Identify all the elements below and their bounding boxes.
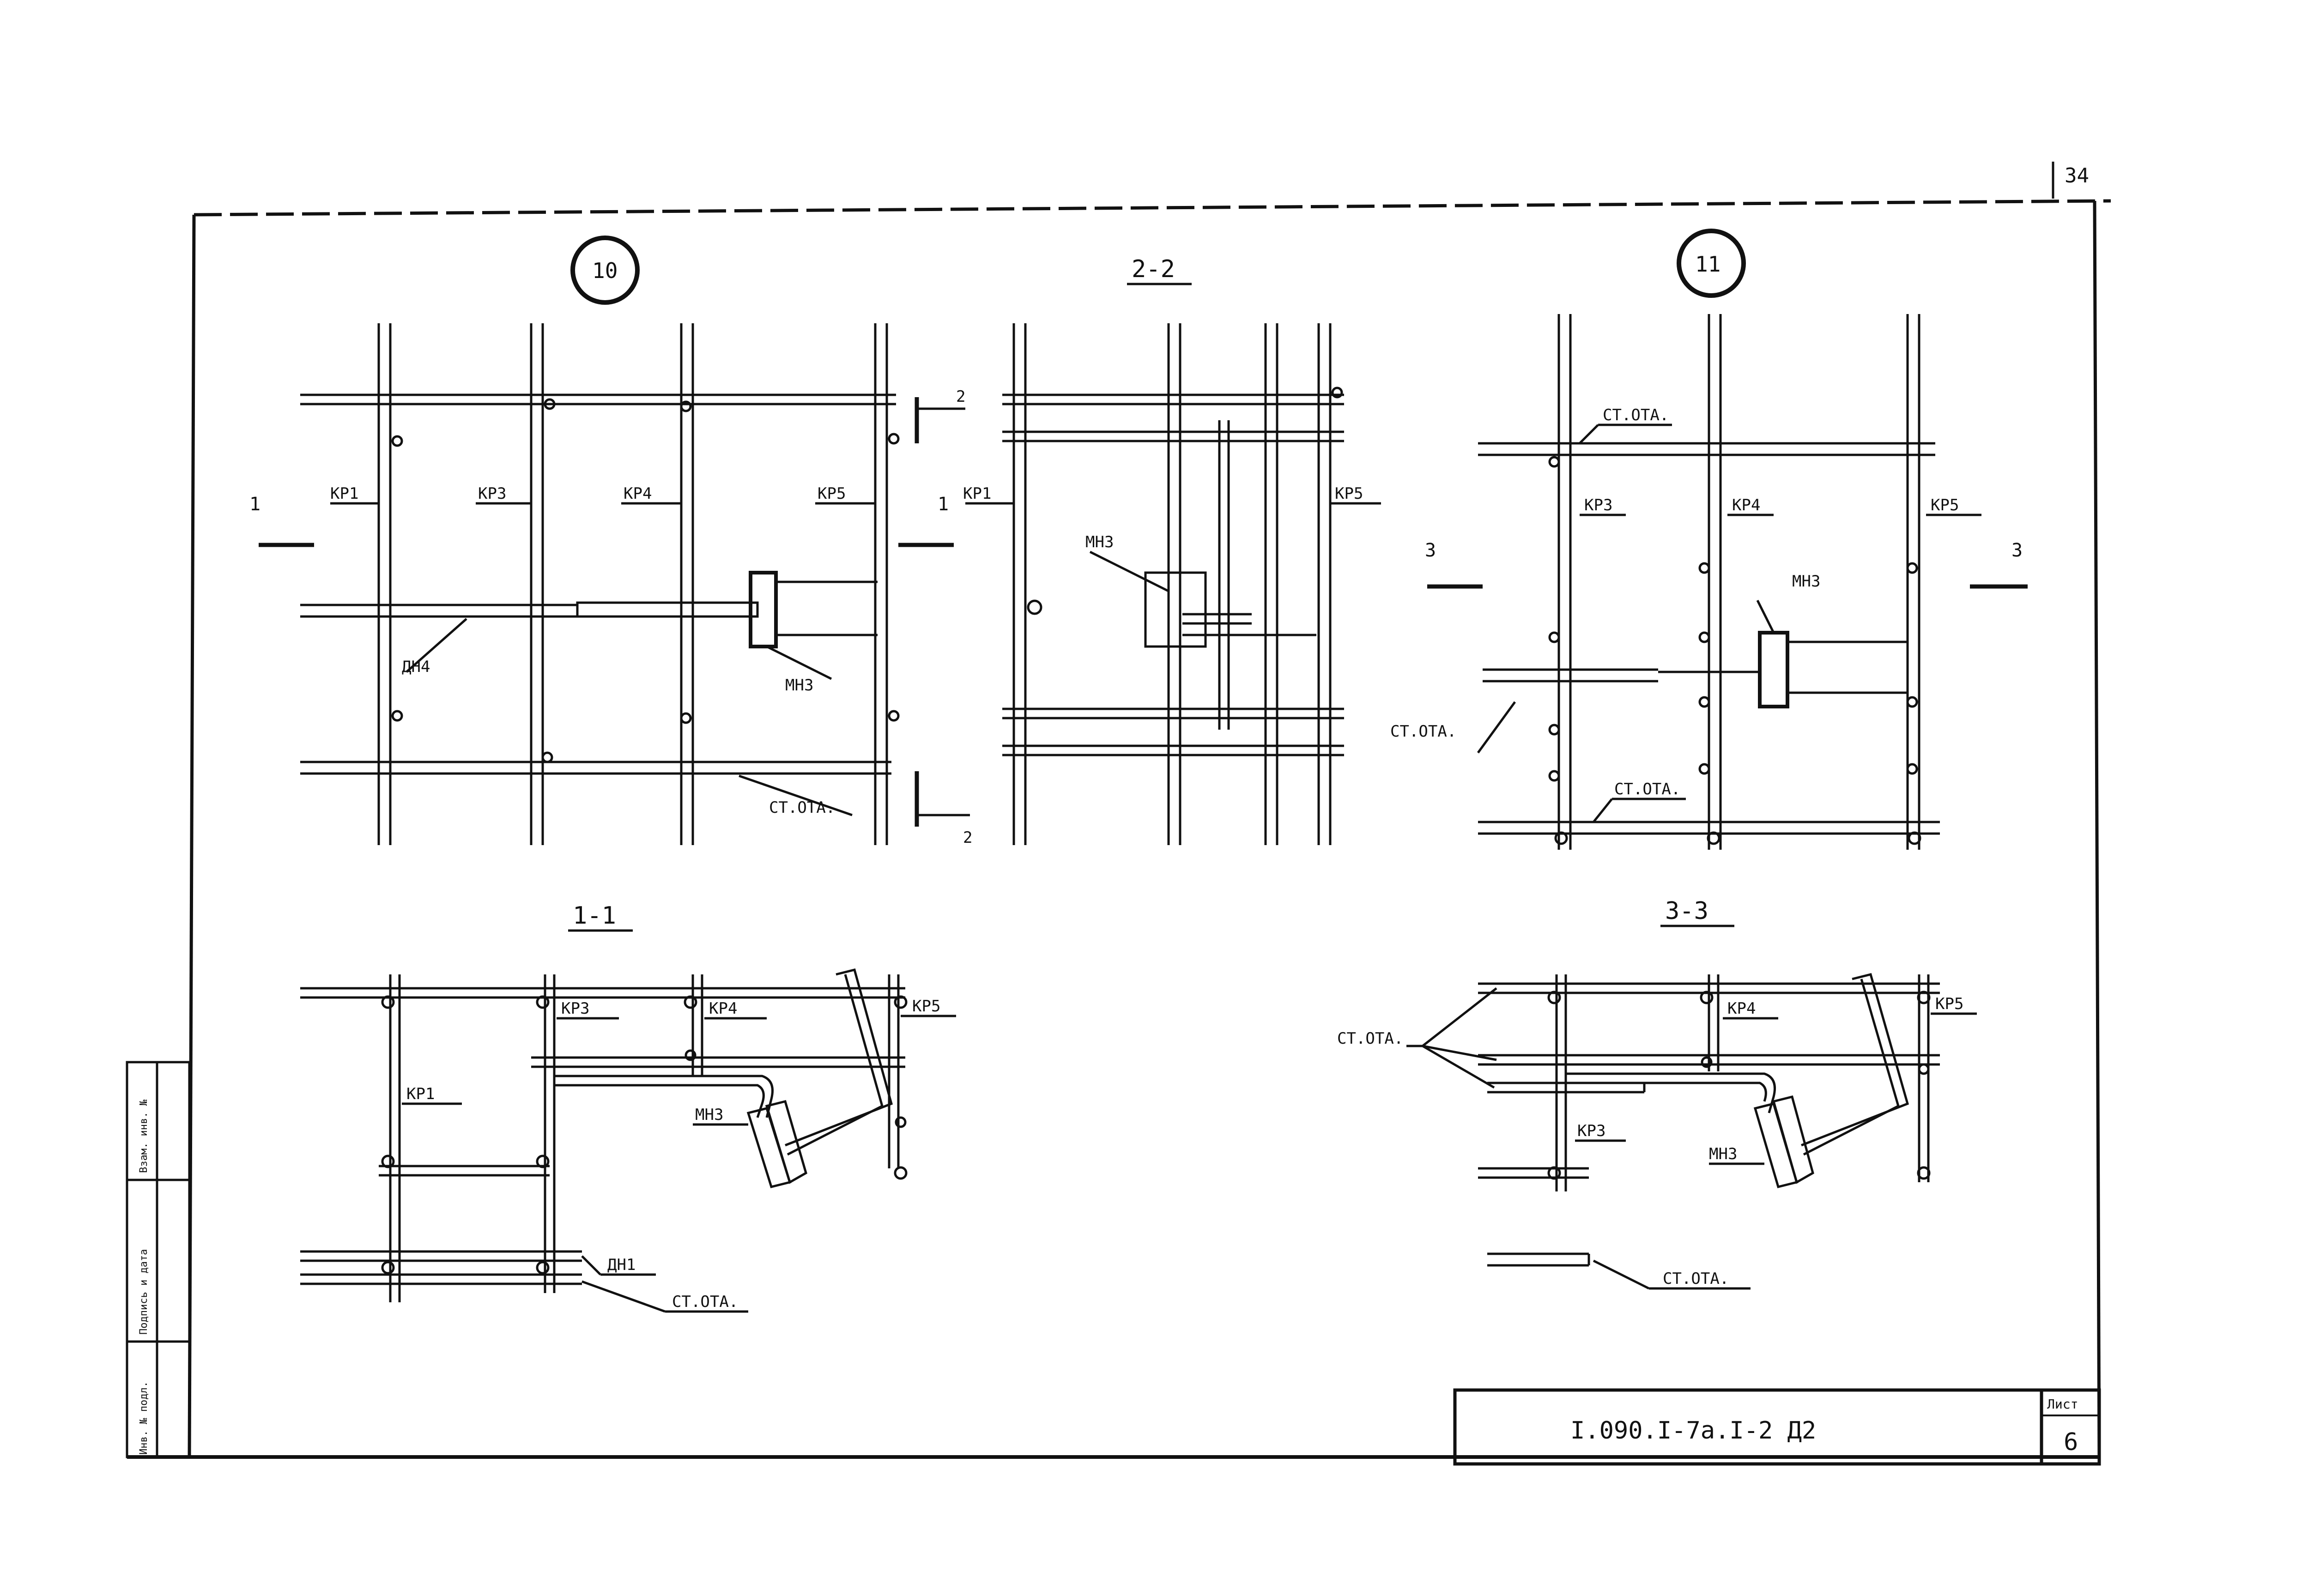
node10-label-dn4: ДН4 bbox=[402, 658, 430, 676]
node-10-marker bbox=[570, 236, 640, 305]
section11-label-kp5: КР5 bbox=[912, 997, 940, 1016]
node10-label-st-ota: СТ.ОТА. bbox=[769, 798, 835, 817]
section33-label-kp3: КР3 bbox=[1577, 1122, 1605, 1140]
section-3-3-view: 3-3 bbox=[1337, 897, 1977, 1290]
node11-cut-3-right: 3 bbox=[2011, 540, 2023, 561]
stamp-signature-date: Подпись и дата bbox=[138, 1249, 150, 1335]
section33-label-kp4: КР4 bbox=[1727, 999, 1756, 1018]
section33-label-st-ota: СТ.ОТА. bbox=[1663, 1270, 1729, 1288]
document-code: I.090.I-7a.I-2 Д2 bbox=[1570, 1417, 1816, 1445]
section22-label-kp5: КР5 bbox=[1335, 484, 1363, 503]
node-11-marker bbox=[1677, 229, 1746, 298]
stamp-inv-no: Инв. № подл. bbox=[138, 1381, 150, 1455]
section-1-1-title: 1-1 bbox=[573, 902, 616, 930]
node11-cut-3-left: 3 bbox=[1425, 540, 1436, 561]
section-3-3-title: 3-3 bbox=[1665, 897, 1708, 925]
node10-cut-1-left: 1 bbox=[249, 494, 260, 515]
sheet-label: Лист bbox=[2047, 1396, 2078, 1412]
title-block bbox=[1453, 1388, 2101, 1466]
section11-label-dn1: ДН1 bbox=[607, 1256, 636, 1274]
section11-label-mn3: МН3 bbox=[695, 1106, 723, 1124]
node10-label-kp1: КР1 bbox=[330, 484, 358, 503]
node10-label-kp5: КР5 bbox=[818, 484, 846, 503]
node-11-view: 11 СТ.ОТА. bbox=[1390, 229, 2028, 850]
stamp-strip bbox=[126, 1061, 191, 1458]
section11-label-kp1: КР1 bbox=[406, 1085, 435, 1103]
node11-label-st-ota-bottom: СТ.ОТА. bbox=[1614, 780, 1680, 798]
section11-label-st-ota: СТ.ОТА. bbox=[672, 1293, 738, 1311]
node10-cut-2-top: 2 bbox=[956, 387, 965, 406]
stamp-replace-inv: Взам. инв. № bbox=[138, 1100, 150, 1173]
section11-label-kp4: КР4 bbox=[709, 999, 737, 1018]
section-2-2-title: 2-2 bbox=[1132, 255, 1175, 283]
node10-label-mn3: МН3 bbox=[785, 676, 813, 695]
node10-label-kp4: КР4 bbox=[624, 484, 652, 503]
node10-label-kp3: КР3 bbox=[478, 484, 506, 503]
section-2-2-view: 2-2 КР1 КР5 МН3 bbox=[963, 255, 1381, 845]
node11-label-kp3: КР3 bbox=[1584, 496, 1612, 514]
node11-label-mn3: МН3 bbox=[1792, 572, 1820, 591]
sheet-top-number: 34 bbox=[2065, 164, 2089, 187]
node10-cut-1-right: 1 bbox=[938, 494, 949, 515]
sheet-number: 6 bbox=[2064, 1428, 2078, 1456]
node-10-marker-text: 10 bbox=[592, 258, 618, 283]
section22-label-kp1: КР1 bbox=[963, 484, 991, 503]
node10-cut-2-bottom: 2 bbox=[963, 828, 972, 847]
section22-label-mn3: МН3 bbox=[1085, 533, 1114, 551]
section33-label-mn3: МН3 bbox=[1709, 1145, 1737, 1163]
sheet-frame bbox=[127, 162, 2111, 1464]
section33-label-kp5: КР5 bbox=[1935, 995, 1963, 1013]
node-11-marker-text: 11 bbox=[1695, 252, 1720, 277]
node-10-view: 10 bbox=[249, 236, 972, 847]
node11-label-kp5: КР5 bbox=[1931, 496, 1959, 514]
section33-label-st-ota-group: СТ.ОТА. bbox=[1337, 1029, 1403, 1048]
node11-label-kp4: КР4 bbox=[1732, 496, 1760, 514]
node11-label-st-ota-top: СТ.ОТА. bbox=[1603, 406, 1669, 424]
node11-label-st-ota-left: СТ.ОТА. bbox=[1390, 722, 1456, 741]
section-1-1-view: 1-1 bbox=[300, 902, 956, 1313]
section11-label-kp3: КР3 bbox=[561, 999, 589, 1018]
